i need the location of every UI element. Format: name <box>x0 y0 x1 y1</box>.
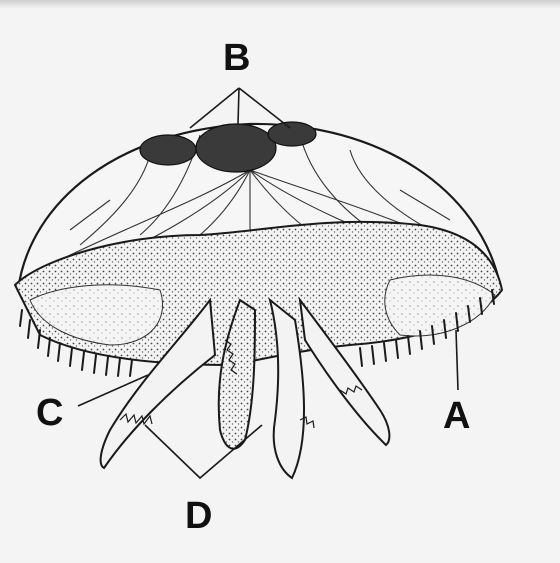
leader-b <box>190 88 290 128</box>
label-b: B <box>223 37 250 79</box>
leader-a <box>456 330 458 390</box>
label-d: D <box>185 495 212 537</box>
label-c: C <box>36 392 63 434</box>
label-a: A <box>443 395 470 437</box>
